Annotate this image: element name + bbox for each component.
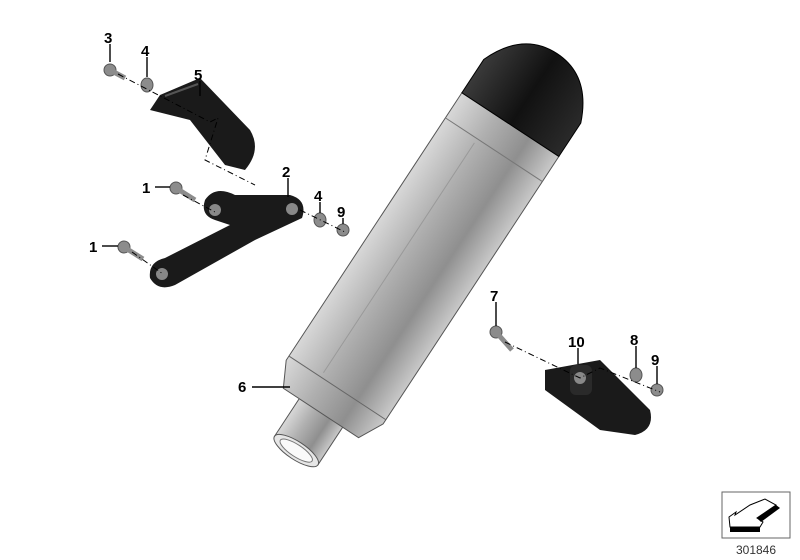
nut-9b	[650, 383, 664, 397]
callout-labels: 3 4 5 2 1 4 9 1 7 10 8 9 6	[89, 30, 659, 396]
assembly-lines	[117, 73, 661, 393]
washer-8	[629, 367, 643, 383]
callout-2: 2	[282, 164, 290, 181]
reference-number: 301846	[736, 543, 776, 557]
lower-clamp	[545, 360, 651, 435]
callout-3: 3	[104, 30, 112, 47]
callout-8: 8	[630, 332, 638, 349]
direction-arrow-icon	[728, 498, 780, 532]
silencer	[273, 43, 584, 468]
bolt-1a	[169, 181, 197, 203]
bolt-1b	[117, 240, 145, 262]
callout-9: 9	[337, 204, 345, 221]
callout-6: 6	[238, 379, 246, 396]
callout-1: 1	[89, 239, 97, 256]
callout-10: 10	[568, 334, 585, 351]
upper-clamp	[150, 78, 255, 170]
nut-9a	[336, 223, 350, 237]
callout-4: 4	[314, 188, 323, 205]
callout-5: 5	[194, 67, 202, 84]
callout-9: 9	[651, 352, 659, 369]
callout-1: 1	[142, 180, 150, 197]
reference-box: 301846	[721, 491, 791, 557]
washer-4a	[140, 77, 154, 93]
leader-lines	[102, 44, 658, 388]
bolt-7	[489, 325, 514, 352]
callout-7: 7	[490, 288, 498, 305]
support-bracket	[149, 191, 304, 288]
callout-4: 4	[141, 43, 150, 60]
